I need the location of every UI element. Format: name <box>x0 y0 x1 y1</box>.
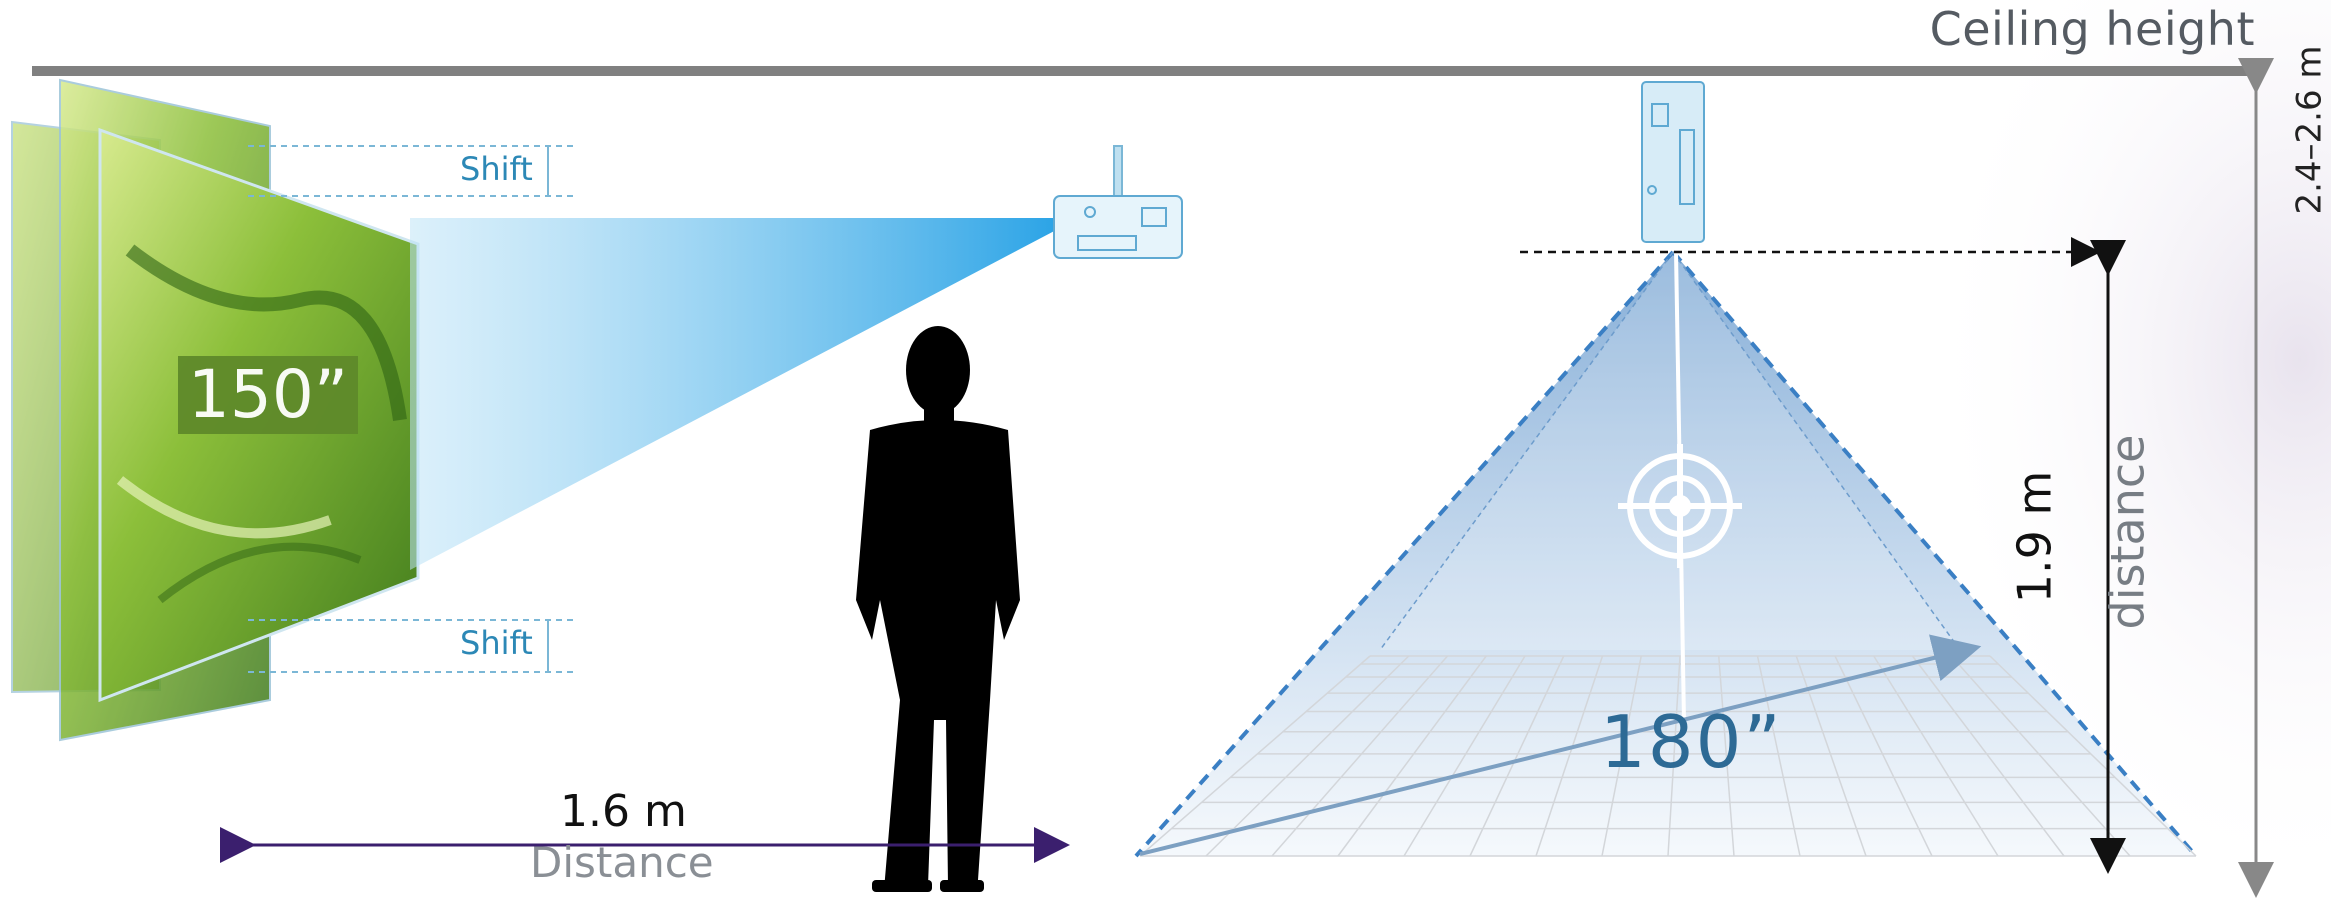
throw-distance-label: distance <box>2100 435 2154 630</box>
projector-icon <box>1642 82 1704 242</box>
ceiling-bar <box>32 66 2256 76</box>
ceiling-height-value: 2.4–2.6 m <box>2290 45 2330 214</box>
shift-label-top: Shift <box>460 150 533 188</box>
projector-icon <box>1054 146 1182 258</box>
ceiling-height-label: Ceiling height <box>1930 2 2255 56</box>
screen-size-badge-left: 150” <box>178 356 358 434</box>
screen-size-right: 180” <box>1600 700 1783 784</box>
throw-distance-value: 1.9 m <box>2007 471 2061 604</box>
shift-label-bottom: Shift <box>460 624 533 662</box>
distance-label-left: Distance <box>530 838 714 887</box>
distance-value-left: 1.6 m <box>560 786 687 837</box>
person-silhouette <box>856 326 1020 892</box>
